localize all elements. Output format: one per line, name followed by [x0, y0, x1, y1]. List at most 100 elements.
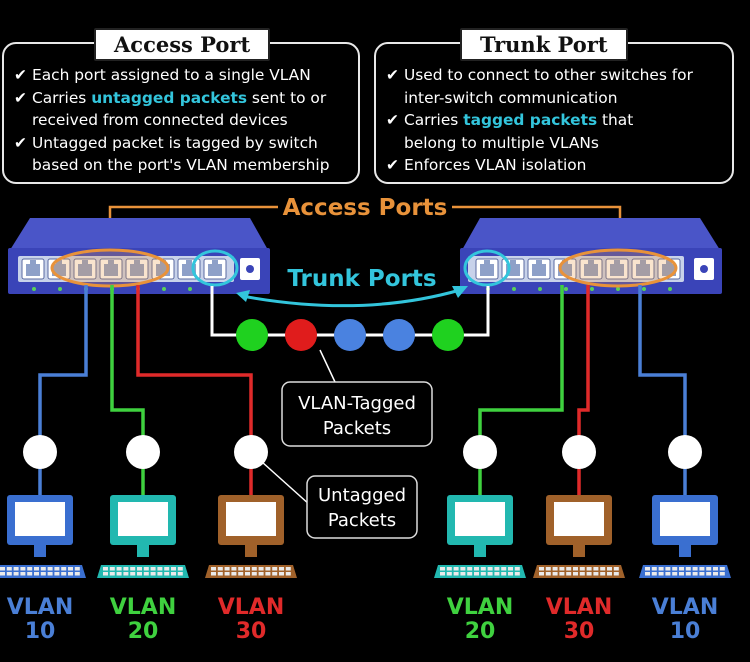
untagged-callout	[306, 475, 418, 539]
trunk-ports-label: Trunk Ports	[287, 266, 436, 292]
vlan-number: 30	[564, 619, 595, 644]
port-icon	[631, 258, 655, 280]
access-port-box: Access Port ✔ Each port assigned to a sin…	[2, 28, 360, 184]
vlan-tagged-text-1: VLAN-Tagged	[298, 393, 416, 414]
port-icon	[527, 258, 551, 280]
check-icon: ✔	[386, 111, 399, 129]
highlight-text: untagged packets	[91, 88, 248, 107]
bullet-text: Each port assigned to a single VLAN	[32, 66, 311, 84]
untagged-packet	[23, 435, 57, 469]
untagged-text-2: Packets	[328, 510, 396, 531]
computer-icon	[97, 495, 189, 578]
status-led	[32, 287, 36, 291]
bullet-continuation: based on the port's VLAN membership	[32, 156, 330, 174]
vlan-number: 10	[25, 619, 56, 644]
vlan-tagged-pointer	[319, 349, 336, 383]
bullet-text: Untagged packet is tagged by switch	[32, 133, 318, 152]
left-trunk-oval	[191, 249, 239, 287]
vlan-number: 20	[465, 619, 496, 644]
bullet-text: that	[597, 111, 634, 129]
vlan-label: VLAN	[652, 595, 718, 620]
vlan-number: 30	[236, 619, 267, 644]
untagged-packet	[126, 435, 160, 469]
highlight-text: tagged packets	[463, 111, 598, 129]
vlan-label: VLAN	[218, 595, 284, 620]
status-led	[642, 287, 646, 291]
bullet-text: Used to connect to other switches for	[404, 66, 693, 84]
port-icon	[125, 258, 149, 280]
access-cables	[23, 285, 702, 500]
vlan-label: VLAN	[7, 595, 73, 620]
left-access-oval	[50, 248, 170, 288]
status-led	[590, 287, 594, 291]
vlan-tagged-callout	[281, 381, 433, 447]
trunk-bullet: ✔ Used to connect to other switches for in…	[386, 64, 722, 109]
computer-icon	[639, 495, 731, 578]
bullet-text: Carries	[32, 88, 92, 107]
status-led	[58, 287, 62, 291]
status-led	[512, 287, 516, 291]
status-led	[616, 287, 620, 291]
tagged-packet	[383, 319, 415, 351]
access-ports-label: Access Ports	[283, 195, 448, 221]
access-cable	[136, 285, 253, 500]
trunk-bullet: ✔ Carries tagged packets that belong to mu…	[386, 109, 722, 154]
check-icon: ✔	[386, 156, 399, 174]
port-icon	[21, 258, 45, 280]
computer-icon	[205, 495, 297, 578]
untagged-packet	[463, 435, 497, 469]
untagged-packet	[668, 435, 702, 469]
vlan-label: VLAN	[447, 595, 513, 620]
bullet-text: sent to or	[247, 88, 327, 107]
check-icon: ✔	[14, 66, 27, 84]
port-icon	[99, 258, 123, 280]
access-cable	[638, 285, 687, 500]
access-cable	[478, 285, 564, 500]
access-port-bullets: ✔Each port assigned to a single VLAN✔Car…	[14, 64, 348, 177]
access-bullet: ✔ Each port assigned to a single VLAN	[14, 64, 348, 87]
tagged-packet	[236, 319, 268, 351]
bullet-continuation: received from connected devices	[32, 111, 288, 129]
port-icon	[579, 258, 603, 280]
port-icon	[475, 258, 499, 280]
vlan-label: VLAN	[110, 595, 176, 620]
port-icon	[73, 258, 97, 280]
bullet-text: Enforces VLAN isolation	[404, 156, 587, 174]
port-icon	[203, 258, 227, 280]
tagged-packet	[334, 319, 366, 351]
access-cable	[38, 285, 88, 500]
bullet-text: Carries	[404, 111, 464, 129]
untagged-pointer	[261, 461, 311, 506]
trunk-arrow	[241, 288, 461, 308]
status-led	[668, 287, 672, 291]
tagged-packets	[236, 319, 464, 351]
access-port-title: Access Port	[94, 28, 271, 61]
port-icon	[605, 258, 629, 280]
untagged-text-1: Untagged	[318, 485, 406, 506]
vlan-tagged-text-2: Packets	[323, 418, 391, 439]
vlan-number: 20	[128, 619, 159, 644]
status-led	[162, 287, 166, 291]
check-icon: ✔	[14, 133, 27, 152]
untagged-packet	[562, 435, 596, 469]
vlan-number: 10	[670, 619, 701, 644]
status-led	[564, 287, 568, 291]
bullet-continuation: belong to multiple VLANs	[404, 133, 599, 152]
right-trunk-oval	[463, 249, 511, 287]
status-led	[538, 287, 542, 291]
tagged-packet	[285, 319, 317, 351]
vlan-label: VLAN	[546, 595, 612, 620]
check-icon: ✔	[386, 66, 399, 84]
trunk-port-box: Trunk Port ✔Used to connect to other swi…	[374, 28, 734, 184]
status-led	[188, 287, 192, 291]
computer-icon	[434, 495, 526, 578]
trunk-port-bullets: ✔ Used to connect to other switches for in…	[386, 64, 722, 177]
computer-icon	[533, 495, 625, 578]
trunk-bullet: ✔ Enforces VLAN isolation	[386, 154, 722, 177]
right-access-oval	[558, 248, 678, 288]
bullet-continuation: inter-switch communication	[404, 88, 618, 107]
access-bullet: ✔ Untagged packet is tagged by switch base…	[14, 132, 348, 177]
